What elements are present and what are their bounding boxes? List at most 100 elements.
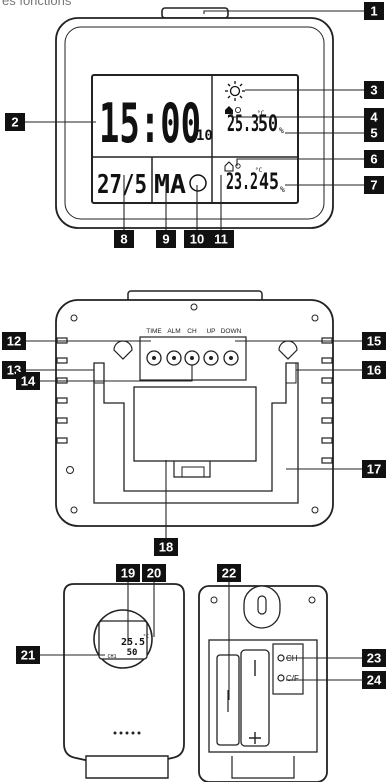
- cf-switch-label: C/F: [286, 674, 299, 683]
- callout-21: 21: [16, 646, 40, 664]
- svg-text:20: 20: [147, 566, 161, 581]
- switch-panel: [272, 643, 304, 695]
- clock-time: 15:00: [99, 92, 201, 155]
- callout-12: 12: [2, 332, 26, 350]
- callout-15: 15: [362, 332, 386, 350]
- sensor-temp-unit: °C: [143, 634, 149, 640]
- svg-text:16: 16: [367, 363, 381, 378]
- svg-text:23: 23: [367, 651, 381, 666]
- callout-10: 10: [184, 230, 210, 248]
- callout-5: 5: [364, 124, 384, 142]
- svg-text:1: 1: [370, 4, 377, 19]
- battery-plus-icon: [249, 732, 261, 744]
- stand-outline: [93, 362, 299, 504]
- callout-19: 19: [116, 564, 140, 582]
- outdoor-house-icon: [224, 161, 241, 172]
- back-screw-br: [311, 506, 319, 514]
- svg-text:7: 7: [370, 178, 377, 193]
- cf-switch[interactable]: [277, 674, 285, 682]
- button-label-time: TIME: [146, 328, 162, 335]
- svg-text:21: 21: [21, 648, 35, 663]
- rcc-signal-icon: [189, 174, 207, 192]
- indoor-hum-unit: %: [279, 126, 284, 135]
- sensor-humidity: 50: [127, 648, 138, 658]
- svg-text:3: 3: [370, 83, 377, 98]
- indoor-humidity: 50: [258, 112, 278, 137]
- battery-cover: [133, 386, 257, 462]
- svg-text:6: 6: [370, 152, 377, 167]
- svg-text:18: 18: [159, 540, 173, 555]
- back-screw-bl: [70, 506, 78, 514]
- callout-8: 8: [114, 230, 134, 248]
- svg-text:11: 11: [214, 232, 228, 247]
- clock-seconds: 10: [196, 128, 213, 144]
- svg-text:19: 19: [121, 566, 135, 581]
- battery-slot-2: [240, 649, 270, 747]
- battery-door-tab: [231, 756, 295, 779]
- indoor-house-icon: [225, 106, 241, 114]
- button-label-down: DOWN: [221, 328, 242, 335]
- svg-text:9: 9: [162, 232, 169, 247]
- callout-1: 1: [364, 2, 384, 20]
- svg-text:5: 5: [370, 126, 377, 141]
- callout-22: 22: [217, 564, 241, 582]
- sun-icon: [225, 81, 245, 101]
- back-view: TIME ALM CH UP DOWN: [55, 290, 334, 527]
- sensor-led-dots: [113, 731, 141, 735]
- callout-16: 16: [362, 361, 386, 379]
- back-screw-tr: [311, 314, 319, 322]
- page-heading: es fonctions: [2, 0, 72, 8]
- ch-switch[interactable]: [277, 654, 285, 662]
- button-label-up: UP: [206, 328, 215, 335]
- leader-lines: [25, 10, 364, 700]
- outdoor-humidity: 45: [259, 170, 279, 195]
- outdoor-temperature: 23.2: [226, 170, 258, 195]
- sensor-lcd: [98, 620, 148, 660]
- svg-text:10: 10: [190, 232, 204, 247]
- callout-9: 9: [156, 230, 176, 248]
- back-screw-top: [190, 303, 198, 311]
- lcd-screen: [91, 74, 299, 204]
- callout-6: 6: [364, 150, 384, 168]
- callout-20: 20: [142, 564, 166, 582]
- callout-14: 14: [16, 372, 40, 390]
- stand-clip-right: [285, 362, 297, 384]
- sensor-stand: [85, 755, 169, 779]
- stand-clip-left: [93, 362, 105, 384]
- callout-2: 2: [5, 113, 25, 131]
- lcd-weekday: MA: [154, 170, 186, 200]
- lcd-date: 27/5: [97, 170, 147, 200]
- outdoor-hum-unit: %: [280, 185, 285, 194]
- sensor-back: CH C/F: [198, 585, 328, 782]
- callout-17: 17: [362, 460, 386, 478]
- svg-text:22: 22: [222, 566, 236, 581]
- front-view: 15:00 10 25.3 °C 50 % 23.2 °C 45 %: [55, 7, 334, 229]
- callout-18: 18: [154, 538, 178, 556]
- svg-text:15: 15: [367, 334, 381, 349]
- callout-23: 23: [362, 649, 386, 667]
- sensor-front: 25.5 °C 50 CH1: [63, 583, 185, 779]
- vent-slots-left: [56, 337, 68, 444]
- button-label-alm: ALM: [167, 328, 180, 335]
- callout-24: 24: [362, 671, 386, 689]
- sensor-channel: CH1: [107, 654, 116, 660]
- svg-text:4: 4: [370, 110, 378, 125]
- svg-text:24: 24: [367, 673, 382, 688]
- svg-text:17: 17: [367, 462, 381, 477]
- callout-4: 4: [364, 108, 384, 126]
- svg-text:12: 12: [7, 334, 21, 349]
- front-bezel: [64, 26, 325, 220]
- back-screw-tl: [70, 314, 78, 322]
- top-button: [161, 7, 229, 19]
- svg-text:14: 14: [21, 374, 36, 389]
- svg-text:2: 2: [11, 115, 18, 130]
- callout-11: 11: [208, 230, 234, 248]
- svg-text:8: 8: [120, 232, 127, 247]
- sensor-temperature: 25.5: [121, 637, 145, 648]
- outdoor-temp-unit: °C: [255, 167, 263, 174]
- button-label-ch: CH: [187, 328, 197, 335]
- battery-cover-latch: [173, 461, 211, 478]
- back-hole: [66, 466, 74, 474]
- indoor-temp-unit: °C: [257, 110, 265, 117]
